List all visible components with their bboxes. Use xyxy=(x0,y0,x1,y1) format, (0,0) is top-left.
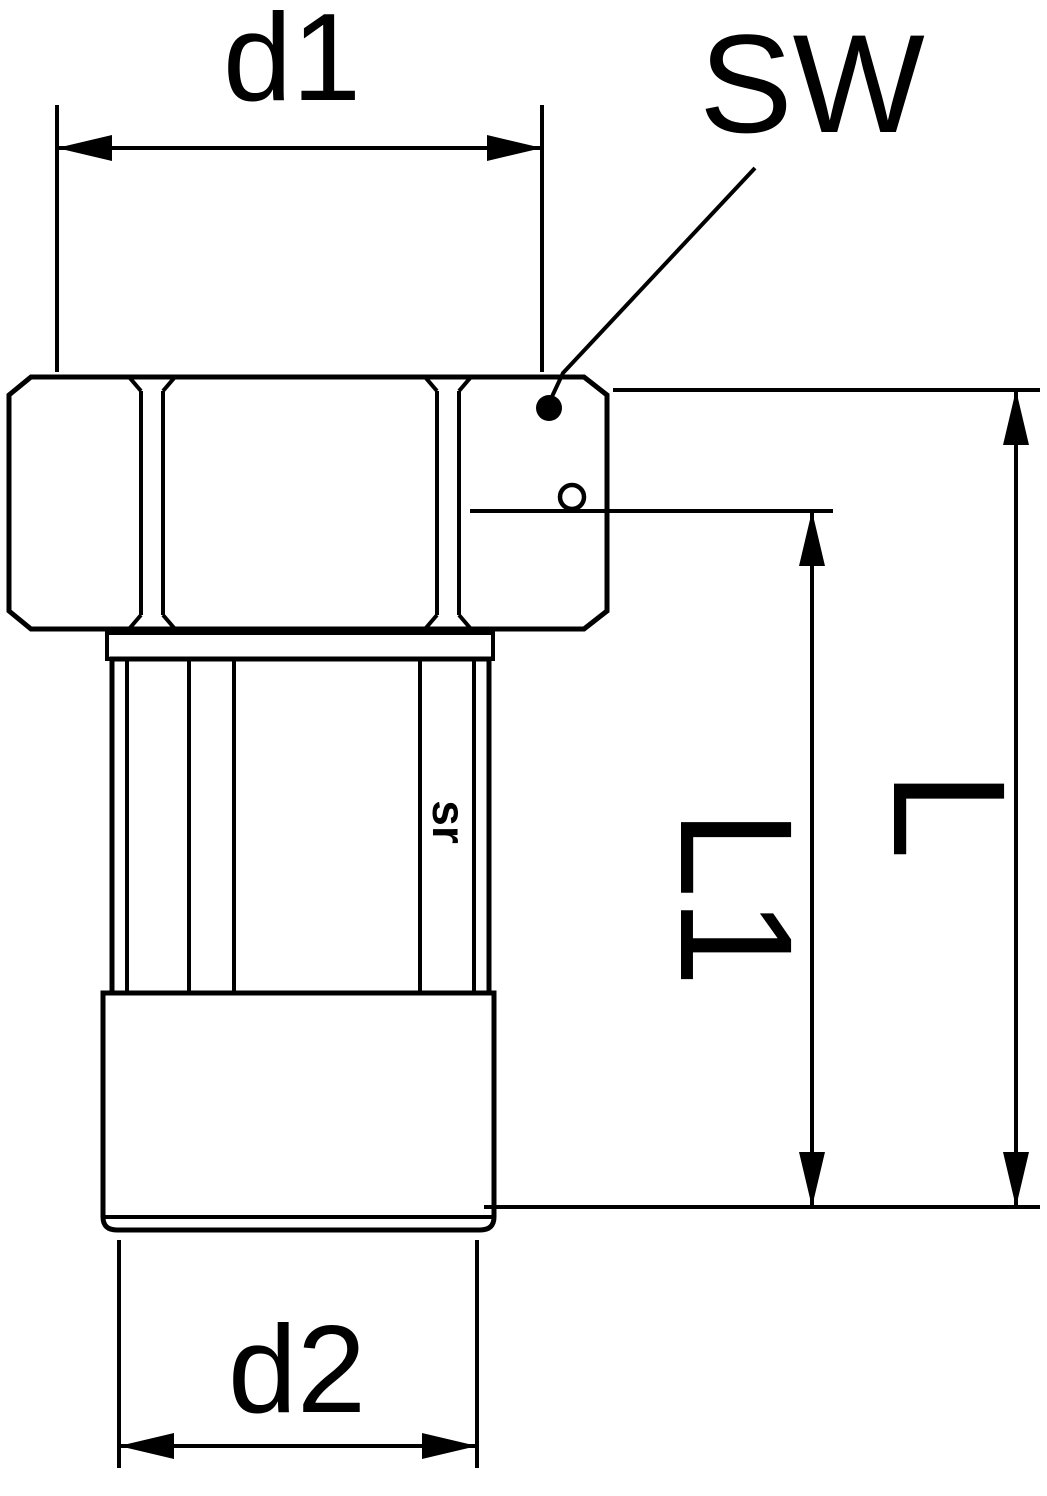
dimension-l1: L1 xyxy=(470,509,833,1207)
collar xyxy=(105,631,495,661)
arrowhead-right xyxy=(422,1433,477,1459)
callout-sw: SW xyxy=(547,5,925,404)
body-outline xyxy=(109,656,492,996)
sw-marker-dot xyxy=(536,395,562,421)
dimension-d2: d2 xyxy=(117,1240,479,1468)
hex-facet-chamfer xyxy=(127,375,143,393)
d1-label: d1 xyxy=(223,0,361,127)
arrowhead-down xyxy=(799,1152,825,1207)
body-marking-text: sr xyxy=(423,800,475,844)
arrowhead-left xyxy=(57,135,112,161)
dimension-d1: d1 xyxy=(55,0,544,372)
cylindrical-body: sr xyxy=(109,656,492,996)
d2-label: d2 xyxy=(228,1301,366,1439)
hex-nut xyxy=(6,374,610,632)
hex-facet-chamfer xyxy=(423,613,439,631)
hex-facet-chamfer xyxy=(457,375,473,393)
hex-facet-chamfer xyxy=(161,613,177,631)
hex-facet-chamfer xyxy=(127,613,143,631)
arrowhead-up xyxy=(1003,390,1029,445)
sw-label: SW xyxy=(699,5,925,162)
arrowhead-down xyxy=(1003,1152,1029,1207)
fitting-views: sr xyxy=(6,374,610,1233)
press-end xyxy=(100,990,497,1233)
hex-facet-chamfer xyxy=(457,613,473,631)
depth-marker-circle xyxy=(557,482,587,512)
l1-label: L1 xyxy=(647,809,826,987)
hex-facet-chamfer xyxy=(161,375,177,393)
l-label: L xyxy=(860,771,1039,860)
arrowhead-right xyxy=(487,135,542,161)
dimension-l: L xyxy=(484,388,1040,1209)
press-end-outline xyxy=(100,990,497,1233)
hex-nut-outline xyxy=(6,374,610,632)
hex-facet-chamfer xyxy=(423,375,439,393)
sw-leader-line xyxy=(547,166,757,404)
arrowhead-left xyxy=(119,1433,174,1459)
arrowhead-up xyxy=(799,511,825,566)
